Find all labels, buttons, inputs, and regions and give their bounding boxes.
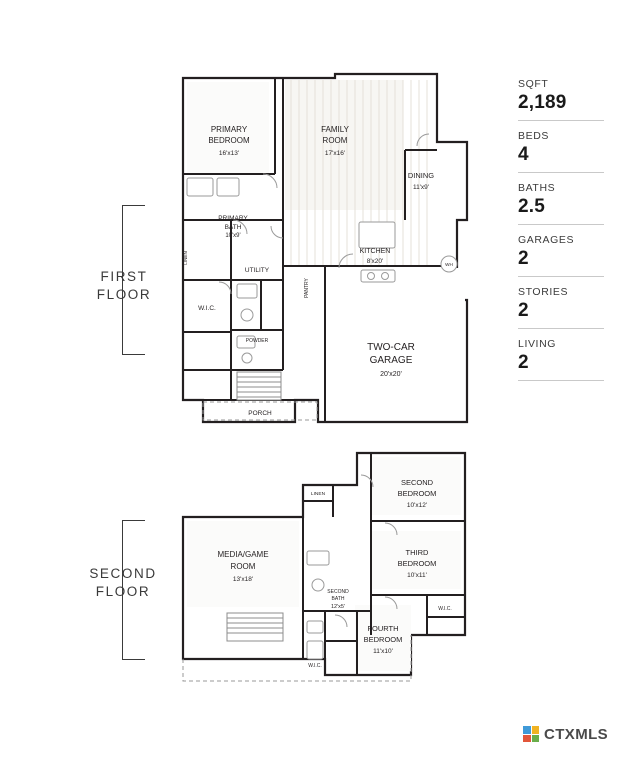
room-label-second-bedroom: SECOND bbox=[401, 478, 434, 487]
room-label-porch: PORCH bbox=[248, 410, 272, 417]
room-label-family-room-2: ROOM bbox=[323, 136, 348, 145]
first-floor-label: FIRST FLOOR bbox=[78, 268, 170, 304]
ctxmls-logo: CTXMLS bbox=[523, 726, 608, 743]
ctxmls-logo-icon bbox=[523, 726, 540, 743]
stat-beds-value: 4 bbox=[518, 143, 529, 165]
room-label-second-bath-2: BATH bbox=[332, 596, 345, 602]
room-label-wic-right: W.I.C. bbox=[438, 606, 452, 612]
room-label-media-game-room: MEDIA/GAME bbox=[217, 550, 268, 559]
first-floor-label-line1: FIRST bbox=[100, 269, 148, 284]
second-floor-label: SECOND FLOOR bbox=[66, 565, 180, 601]
room-label-pantry: PANTRY bbox=[304, 277, 310, 297]
ctxmls-logo-text: CTXMLS bbox=[544, 726, 609, 743]
stat-garages: GARAGES 2 bbox=[518, 234, 604, 277]
stat-sqft: SQFT 2,189 bbox=[518, 78, 604, 121]
room-dim-third-bedroom: 10'x11' bbox=[407, 572, 427, 579]
stat-baths-label: BATHS bbox=[518, 181, 556, 194]
second-floor-plan: MEDIA/GAME ROOM 13'x18' SECOND BEDROOM 1… bbox=[175, 445, 495, 695]
room-label-primary-bath-2: BATH bbox=[225, 224, 242, 231]
room-label-linen: LINEN bbox=[183, 251, 188, 265]
room-label-fourth-bedroom-2: BEDROOM bbox=[364, 635, 403, 644]
room-label-second-bath: SECOND bbox=[327, 589, 349, 595]
room-dim-family-room: 17'x16' bbox=[325, 150, 345, 157]
stat-sqft-value: 2,189 bbox=[518, 92, 567, 113]
room-dim-media-game-room: 13'x18' bbox=[233, 576, 253, 583]
stat-stories-value: 2 bbox=[518, 299, 529, 321]
room-label-powder: POWDER bbox=[246, 338, 269, 344]
room-dim-second-bedroom: 10'x12' bbox=[407, 502, 427, 509]
room-label-linen-second: LINEN bbox=[311, 491, 326, 497]
stat-garages-label: GARAGES bbox=[518, 233, 575, 246]
stat-living-value: 2 bbox=[518, 351, 529, 373]
room-label-garage: TWO-CAR bbox=[367, 342, 415, 353]
first-floor-bracket bbox=[122, 205, 145, 355]
room-dim-primary-bath: 10'x9' bbox=[225, 233, 240, 239]
stat-stories: STORIES 2 bbox=[518, 286, 604, 329]
second-floor-label-line2: FLOOR bbox=[95, 584, 151, 600]
stat-baths-value: 2.5 bbox=[518, 195, 546, 217]
room-label-fourth-bedroom: FOURTH bbox=[367, 624, 398, 633]
room-dim-dining: 11'x9' bbox=[413, 184, 429, 191]
room-label-family-room: FAMILY bbox=[321, 125, 350, 134]
room-label-third-bedroom: THIRD bbox=[406, 548, 429, 557]
room-dim-fourth-bedroom: 11'x10' bbox=[373, 648, 393, 655]
room-label-garage-2: GARAGE bbox=[370, 355, 413, 366]
room-label-wic: W.I.C. bbox=[198, 305, 216, 312]
stat-living: LIVING 2 bbox=[518, 338, 604, 381]
room-dim-primary-bedroom: 16'x13' bbox=[219, 150, 239, 157]
room-label-primary-bath: PRIMARY bbox=[218, 215, 248, 222]
stat-beds: BEDS 4 bbox=[518, 130, 604, 173]
room-dim-garage: 20'x20' bbox=[380, 371, 402, 378]
stat-stories-label: STORIES bbox=[518, 285, 569, 298]
first-floor-plan: PRIMARY BEDROOM 16'x13' FAMILY ROOM 17'x… bbox=[175, 70, 495, 440]
room-label-dining: DINING bbox=[408, 171, 434, 180]
room-dim-kitchen: 8'x20' bbox=[367, 258, 384, 265]
room-label-primary-bedroom-2: BEDROOM bbox=[208, 136, 250, 145]
room-dim-second-bath: 12'x5' bbox=[331, 604, 345, 610]
room-label-third-bedroom-2: BEDROOM bbox=[398, 559, 437, 568]
room-label-wh: WH bbox=[445, 262, 453, 267]
room-label-primary-bedroom: PRIMARY bbox=[211, 125, 248, 134]
stats-panel: SQFT 2,189 BEDS 4 BATHS 2.5 GARAGES 2 ST… bbox=[518, 78, 604, 390]
stat-garages-value: 2 bbox=[518, 247, 529, 269]
room-label-utility: UTILITY bbox=[245, 267, 270, 274]
stat-beds-label: BEDS bbox=[518, 129, 549, 142]
stat-living-label: LIVING bbox=[518, 337, 557, 350]
stat-baths: BATHS 2.5 bbox=[518, 182, 604, 225]
room-label-kitchen: KITCHEN bbox=[360, 248, 391, 255]
stat-sqft-label: SQFT bbox=[518, 78, 549, 90]
room-label-wic-lower: W.I.C. bbox=[308, 663, 322, 669]
room-label-media-game-room-2: ROOM bbox=[231, 562, 256, 571]
second-floor-bracket bbox=[122, 520, 145, 660]
first-floor-label-line2: FLOOR bbox=[96, 287, 152, 303]
room-label-second-bedroom-2: BEDROOM bbox=[398, 489, 437, 498]
second-floor-label-line1: SECOND bbox=[89, 566, 157, 581]
